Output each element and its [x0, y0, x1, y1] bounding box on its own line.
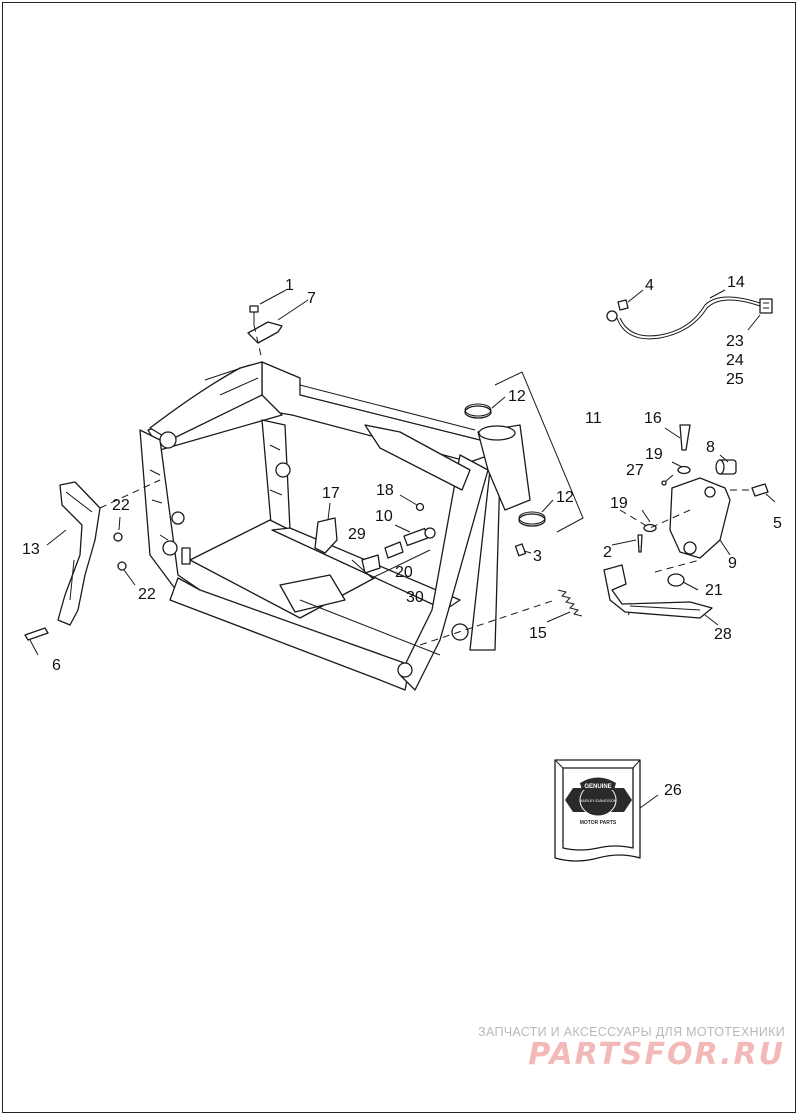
sensor-part-4: [606, 299, 629, 322]
callout-18: 18: [376, 482, 394, 499]
callout-14: 14: [727, 274, 745, 291]
bracket-part-9: [669, 477, 731, 559]
callout-20: 20: [395, 564, 413, 581]
callout-17: 17: [322, 485, 340, 502]
callout-22-lower: 22: [138, 586, 156, 603]
callout-28: 28: [714, 626, 732, 643]
callout-22-upper: 22: [112, 497, 130, 514]
callout-27: 27: [626, 462, 644, 479]
callout-25: 25: [726, 371, 744, 388]
callout-7: 7: [307, 290, 316, 307]
bolt-part-6: [24, 627, 49, 641]
nut-part-22-lower: [117, 561, 127, 571]
bearing-cup-lower-12: [518, 511, 546, 527]
nut-part-22-upper: [113, 532, 123, 542]
callout-12-upper: 12: [508, 388, 526, 405]
leader-lines: [29, 289, 776, 809]
plate-part-17: [314, 517, 338, 554]
callout-29: 29: [348, 526, 366, 543]
callout-4: 4: [645, 277, 654, 294]
logo-motor-parts-text: MOTOR PARTS: [580, 820, 617, 826]
callout-11: 11: [585, 410, 602, 427]
harley-davidson-logo: GENUINE HARLEY-DAVIDSON MOTOR PARTS: [565, 777, 632, 826]
nut-part-18: [415, 502, 425, 512]
motorcycle-frame: [139, 361, 531, 691]
logo-brand-text: HARLEY-DAVIDSON: [579, 798, 617, 803]
callout-15: 15: [529, 625, 547, 642]
bolt-part-5: [751, 483, 769, 497]
connector-part-23: [759, 298, 773, 314]
bushing-part-8: [715, 459, 737, 475]
callout-5: 5: [773, 515, 782, 532]
watermark: ЗАПЧАСТИ И АКСЕССУАРЫ ДЛЯ МОТОТЕХНИКИ PA…: [478, 1025, 785, 1072]
cable-part-14: [616, 296, 761, 340]
screw-part-1: [249, 305, 259, 325]
callout-10: 10: [375, 508, 393, 525]
callout-labels: 1 2 3 4 5 6 7 8 9 10 11 12 12 13 14 15 1…: [22, 274, 782, 799]
callout-19-upper: 19: [645, 446, 663, 463]
bearing-cup-upper-12: [464, 403, 492, 419]
clip-part-7: [247, 321, 283, 344]
spring-part-15: [557, 589, 583, 617]
bolt-part-2: [637, 534, 643, 553]
callout-30: 30: [406, 589, 424, 606]
callout-2: 2: [603, 544, 612, 561]
genuine-parts-package-26: GENUINE HARLEY-DAVIDSON MOTOR PARTS: [554, 759, 641, 862]
callout-3: 3: [533, 548, 542, 565]
callout-19-lower: 19: [610, 495, 628, 512]
callout-26: 26: [664, 782, 682, 799]
callout-12-lower: 12: [556, 489, 574, 506]
watermark-brand: PARTSFOR.RU: [528, 1037, 785, 1072]
cap-part-21: [667, 573, 685, 587]
key-part-29: [384, 541, 404, 559]
jiffy-stand-part-28: [603, 564, 713, 619]
lock-part-10: [403, 527, 436, 547]
watermark-caption: ЗАПЧАСТИ И АКСЕССУАРЫ ДЛЯ МОТОТЕХНИКИ: [478, 1025, 785, 1039]
callout-13: 13: [22, 541, 40, 558]
plate-part-20: [361, 554, 381, 574]
washer-part-19-upper: [677, 465, 691, 475]
callout-23: 23: [726, 333, 744, 350]
callout-24: 24: [726, 352, 744, 369]
bracket-part-13: [57, 481, 101, 626]
callout-9: 9: [728, 555, 737, 572]
pin-part-16: [679, 424, 691, 451]
callout-16: 16: [644, 410, 662, 427]
spring-part-3: [514, 543, 527, 557]
callout-8: 8: [706, 439, 715, 456]
callout-21: 21: [705, 582, 723, 599]
callout-1: 1: [285, 277, 294, 294]
logo-genuine-text: GENUINE: [584, 784, 611, 790]
callout-6: 6: [52, 657, 61, 674]
